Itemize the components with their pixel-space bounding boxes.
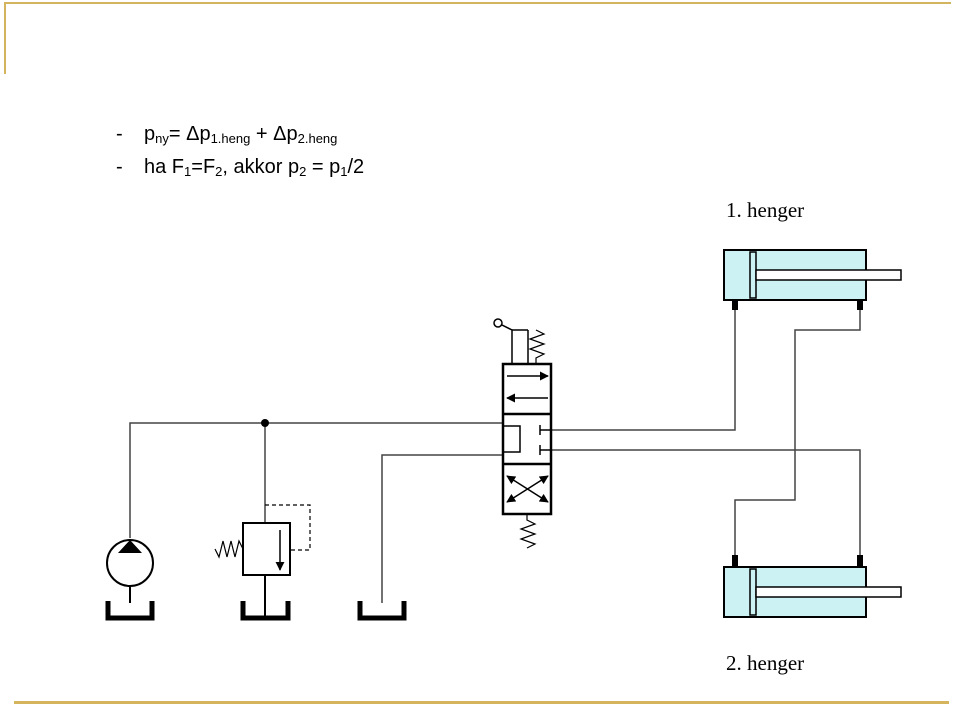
pipe-network — [129, 302, 861, 603]
cylinder-2-label: 2. henger — [726, 651, 805, 675]
pressure-line — [129, 422, 503, 538]
frame-top-line — [4, 2, 951, 4]
frame-bottom-line — [14, 701, 949, 704]
tank-symbol-return — [357, 601, 407, 621]
tank-symbol-pump — [105, 601, 155, 621]
directional-control-valve — [493, 318, 553, 549]
pump-symbol — [106, 539, 154, 603]
line-to-cylinder1-cap — [551, 302, 736, 431]
frame-left-line — [4, 2, 6, 74]
tank-return-line — [381, 454, 503, 603]
formula-block: -pny= Δp1.heng + Δp2.heng -ha F1=F2, akk… — [116, 120, 364, 186]
cylinder-1-label: 1. henger — [726, 198, 805, 222]
tank-symbol-relief — [240, 575, 291, 621]
cylinder-1 — [723, 249, 902, 310]
junction-dot — [261, 419, 269, 427]
pressure-relief-valve — [214, 504, 311, 576]
formula-pressure-sum: -pny= Δp1.heng + Δp2.heng — [116, 123, 338, 146]
formula-force-condition: -ha F1=F2, akkor p2 = p1/2 — [116, 156, 365, 179]
cylinder-2 — [723, 555, 902, 618]
line-to-cylinder2-rod — [551, 449, 861, 556]
line-cylinder1-rod-to-cylinder2-cap — [734, 302, 861, 556]
